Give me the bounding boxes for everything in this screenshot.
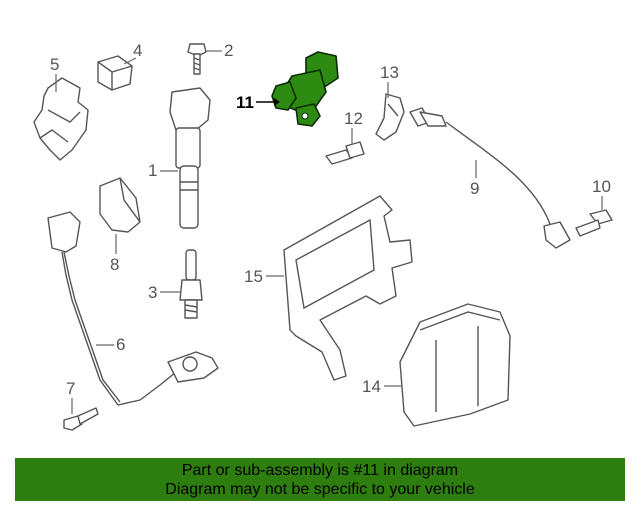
part-14-ecu[interactable] xyxy=(399,303,511,427)
part-8-cover[interactable] xyxy=(99,177,141,233)
callout-2: 2 xyxy=(224,41,233,60)
callout-8: 8 xyxy=(110,255,119,274)
banner-line-1: Part or sub-assembly is #11 in diagram xyxy=(181,462,459,479)
leader-11-arrow xyxy=(274,98,280,106)
callout-15: 15 xyxy=(244,267,263,286)
part-2-bolt[interactable] xyxy=(187,43,207,75)
part-5-bracket[interactable] xyxy=(33,77,89,161)
part-13-bracket[interactable] xyxy=(375,93,405,141)
parts-diagram: 5 4 2 1 8 3 xyxy=(33,41,613,431)
part-11-camshaft-sensor[interactable] xyxy=(271,51,339,127)
callout-5: 5 xyxy=(50,55,59,74)
part-1-ignition-coil[interactable] xyxy=(169,87,211,229)
callout-4: 4 xyxy=(133,41,142,60)
part-4-connector[interactable] xyxy=(97,55,133,91)
info-banner: Part or sub-assembly is #11 in diagram D… xyxy=(15,458,625,501)
callout-11: 11 xyxy=(236,93,254,112)
leader-4 xyxy=(123,57,137,65)
callout-13: 13 xyxy=(380,63,399,82)
callout-6: 6 xyxy=(116,335,125,354)
part-3-spark-plug[interactable] xyxy=(179,249,203,319)
part-12-bolt[interactable] xyxy=(325,141,365,165)
callout-3: 3 xyxy=(148,283,157,302)
banner-line-2: Diagram may not be specific to your vehi… xyxy=(165,481,475,498)
callout-9: 9 xyxy=(470,179,479,198)
part-7-bolt[interactable] xyxy=(63,407,99,431)
callout-10: 10 xyxy=(592,177,611,196)
part-9-oxygen-sensor[interactable] xyxy=(409,107,571,249)
part-15-ecu-bracket[interactable] xyxy=(283,195,413,381)
part-6-knock-sensor[interactable] xyxy=(47,211,219,406)
callout-7: 7 xyxy=(66,379,75,398)
callout-14: 14 xyxy=(362,377,381,396)
part-10-bolt[interactable] xyxy=(575,209,613,237)
callout-1: 1 xyxy=(148,161,157,180)
callout-12: 12 xyxy=(344,109,363,128)
